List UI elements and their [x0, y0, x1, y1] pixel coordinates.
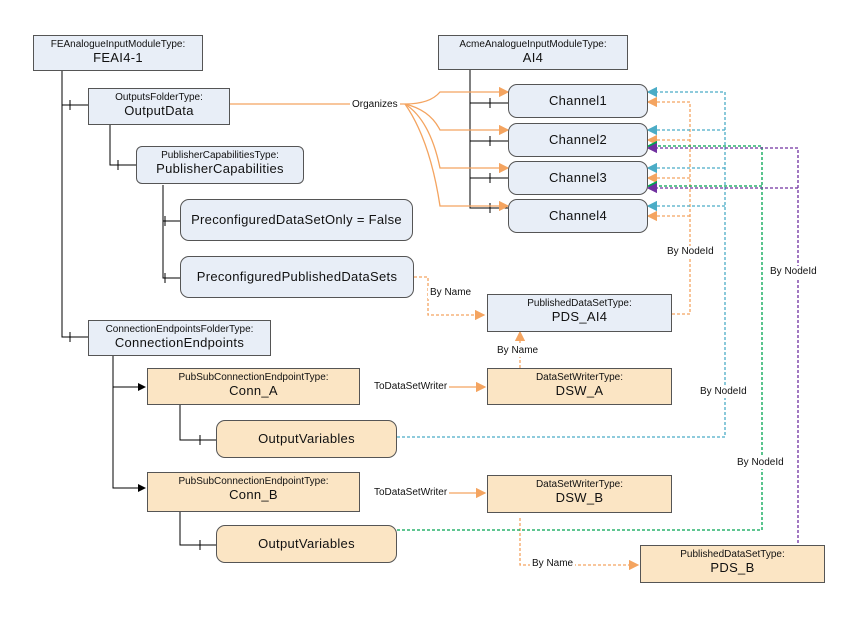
- acme-module-node[interactable]: AcmeAnalogueInputModuleType: AI4: [438, 35, 628, 70]
- node-name-label: Channel1: [548, 92, 608, 108]
- node-name-label: Conn_B: [229, 486, 278, 502]
- node-type-label: AcmeAnalogueInputModuleType:: [459, 39, 607, 50]
- by-name-label: By Name: [428, 287, 474, 299]
- node-name-label: FEAI4-1: [93, 49, 143, 65]
- conn-a-node[interactable]: PubSubConnectionEndpointType: Conn_A: [147, 368, 360, 405]
- to-datasetwriter-label: ToDataSetWriter: [372, 381, 450, 393]
- node-type-label: OutputsFolderType:: [115, 92, 203, 103]
- dsw-b-node[interactable]: DataSetWriterType: DSW_B: [487, 475, 672, 513]
- organizes-label: Organizes: [350, 99, 400, 111]
- node-name-label: Channel3: [548, 169, 608, 185]
- node-name-label: AI4: [522, 49, 544, 65]
- conn-b-node[interactable]: PubSubConnectionEndpointType: Conn_B: [147, 472, 360, 512]
- node-name-label: Conn_A: [229, 382, 278, 398]
- node-name-label: PublisherCapabilities: [156, 160, 284, 176]
- pds-ai4-node[interactable]: PublishedDataSetType: PDS_AI4: [487, 294, 672, 332]
- node-name-label: DSW_B: [555, 489, 604, 505]
- output-data-node[interactable]: OutputsFolderType: OutputData: [88, 88, 230, 125]
- channel4-node[interactable]: Channel4: [508, 199, 648, 233]
- node-name-label: OutputVariables: [258, 430, 355, 446]
- publisher-capabilities-node[interactable]: PublisherCapabilitiesType: PublisherCapa…: [136, 146, 304, 184]
- by-nodeid-label: By NodeId: [665, 246, 716, 258]
- teal-nodeid-lines: [397, 86, 726, 438]
- node-name-label: Channel2: [548, 131, 608, 147]
- channel1-node[interactable]: Channel1: [508, 84, 648, 118]
- node-name-label: OutputVariables: [258, 535, 355, 551]
- by-nodeid-label: By NodeId: [735, 457, 786, 469]
- by-name-label: By Name: [530, 558, 576, 570]
- node-name-label: PDS_AI4: [551, 308, 608, 324]
- node-type-label: PubSubConnectionEndpointType:: [178, 476, 329, 487]
- purple-nodeid-lines: [646, 142, 799, 543]
- connection-endpoints-node[interactable]: ConnectionEndpointsFolderType: Connectio…: [88, 320, 271, 356]
- dsw-a-node[interactable]: DataSetWriterType: DSW_A: [487, 368, 672, 405]
- by-nodeid-label: By NodeId: [768, 266, 819, 278]
- node-name-label: PreconfiguredPublishedDataSets: [196, 268, 398, 284]
- output-variables-b-node[interactable]: OutputVariables: [216, 525, 397, 563]
- node-type-label: DataSetWriterType:: [535, 372, 624, 383]
- hierarchy-lines: [61, 70, 508, 550]
- node-type-label: PublishedDataSetType:: [680, 549, 785, 560]
- node-name-label: OutputData: [124, 102, 194, 118]
- green-nodeid-lines: [397, 140, 763, 531]
- output-variables-a-node[interactable]: OutputVariables: [216, 420, 397, 458]
- node-name-label: PDS_B: [710, 559, 755, 575]
- node-type-label: PublisherCapabilitiesType:: [161, 150, 279, 161]
- feai-module-node[interactable]: FEAnalogueInputModuleType: FEAI4-1: [33, 35, 203, 71]
- node-type-label: DataSetWriterType:: [535, 479, 624, 490]
- node-name-label: PreconfiguredDataSetOnly = False: [191, 211, 402, 227]
- channel3-node[interactable]: Channel3: [508, 161, 648, 195]
- node-type-label: PublishedDataSetType:: [527, 298, 632, 309]
- node-type-label: PubSubConnectionEndpointType:: [178, 372, 329, 383]
- node-type-label: ConnectionEndpointsFolderType:: [105, 324, 254, 335]
- by-nodeid-label: By NodeId: [698, 386, 749, 398]
- node-name-label: Channel4: [548, 207, 608, 223]
- preconfigured-dataset-only-node[interactable]: PreconfiguredDataSetOnly = False: [180, 199, 413, 241]
- node-name-label: DSW_A: [555, 382, 604, 398]
- pds-b-node[interactable]: PublishedDataSetType: PDS_B: [640, 545, 825, 583]
- by-name-label: By Name: [495, 345, 541, 357]
- node-name-label: ConnectionEndpoints: [114, 334, 245, 350]
- to-datasetwriter-label: ToDataSetWriter: [372, 487, 450, 499]
- preconfigured-published-datasets-node[interactable]: PreconfiguredPublishedDataSets: [180, 256, 414, 298]
- channel2-node[interactable]: Channel2: [508, 123, 648, 157]
- node-type-label: FEAnalogueInputModuleType:: [50, 39, 186, 50]
